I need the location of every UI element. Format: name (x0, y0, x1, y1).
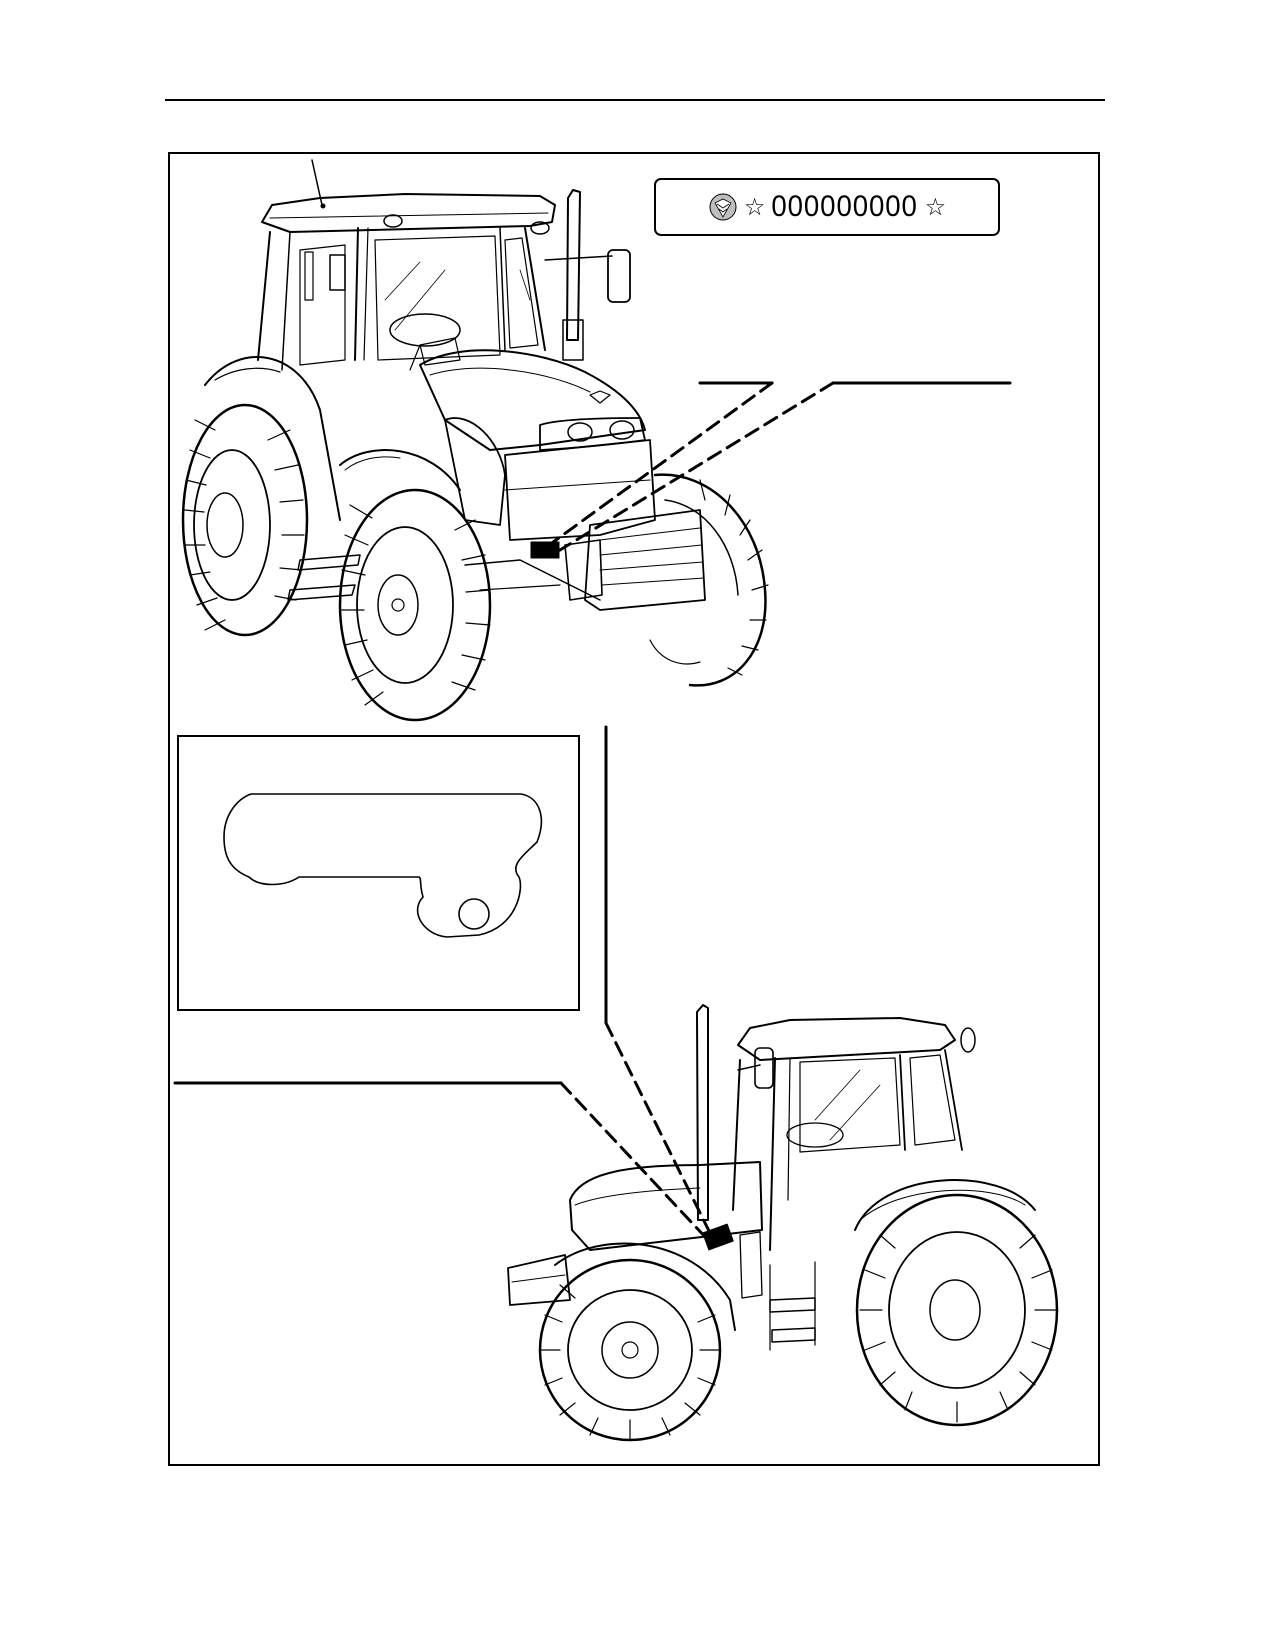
new-holland-leaf-icon (709, 193, 737, 221)
chassis-number-plate-outline-icon (223, 793, 543, 938)
serial-number: 000000000 (771, 190, 919, 223)
detail-inset-box (177, 735, 580, 1011)
star-left: ☆ (743, 193, 766, 221)
serial-leader-lines-lower (173, 725, 714, 1242)
header-rule (165, 99, 1105, 101)
serial-number-plate: ☆ 000000000 ☆ (654, 178, 1000, 236)
serial-leader-lines-upper (543, 381, 1012, 552)
figure-frame (168, 152, 1100, 1466)
tractor-front-illustration (181, 159, 769, 722)
tractor-side-illustration (507, 1004, 1059, 1442)
star-right: ☆ (924, 193, 947, 221)
